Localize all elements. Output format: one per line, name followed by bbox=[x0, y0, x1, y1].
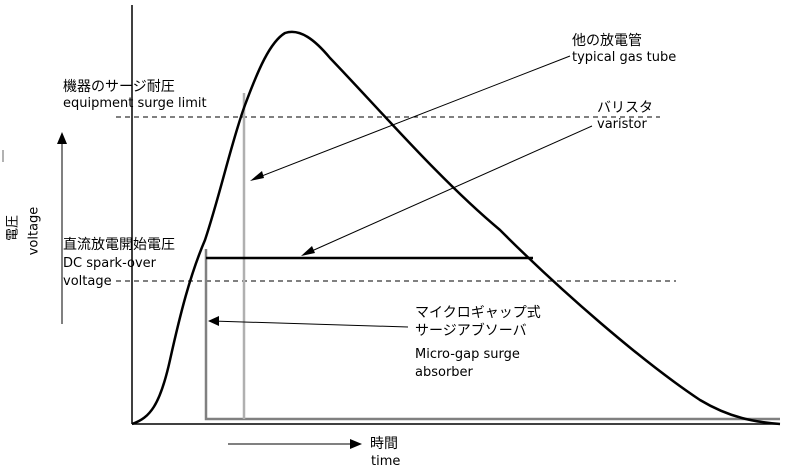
y-axis-label-jp: 電圧 bbox=[5, 214, 21, 242]
x-direction-arrowhead bbox=[350, 439, 362, 449]
equipment-limit-label-en: equipment surge limit bbox=[63, 96, 207, 111]
micro-gap-label-jp-1: マイクロギャップ式 bbox=[415, 305, 541, 321]
varistor-label-en: varistor bbox=[597, 117, 647, 132]
micro-gap-trace bbox=[204, 249, 780, 421]
dc-sparkover-label-en-2: voltage bbox=[63, 274, 112, 289]
surge-waveform-curve bbox=[131, 30, 781, 426]
x-axis-label-jp: 時間 bbox=[370, 436, 398, 452]
x-axis-label-en: time bbox=[371, 454, 401, 469]
dc-sparkover-label-en-1: DC spark-over bbox=[63, 256, 157, 271]
varistor-label-jp: バリスタ bbox=[597, 100, 653, 116]
varistor-arrowhead bbox=[301, 246, 315, 256]
gas-tube-label-jp: 他の放電管 bbox=[572, 33, 642, 49]
micro-gap-label-en-1: Micro-gap surge bbox=[415, 347, 520, 362]
micro-gap-leader-line bbox=[211, 320, 409, 328]
gas-tube-arrowhead bbox=[250, 171, 264, 181]
y-axis-label-en: voltage bbox=[26, 206, 42, 256]
y-direction-arrowhead bbox=[57, 132, 67, 144]
gas-tube-label-en: typical gas tube bbox=[572, 50, 677, 65]
micro-gap-label-jp-2: サージアブソーバ bbox=[415, 323, 527, 339]
micro-gap-label-en-2: absorber bbox=[415, 365, 473, 380]
micro-gap-arrowhead bbox=[208, 316, 219, 326]
dc-sparkover-label-jp: 直流放電開始電圧 bbox=[63, 237, 175, 253]
equipment-limit-label-jp: 機器のサージ耐圧 bbox=[63, 79, 175, 95]
gas-tube-leader-line bbox=[253, 55, 571, 180]
varistor-leader-line bbox=[304, 125, 593, 255]
